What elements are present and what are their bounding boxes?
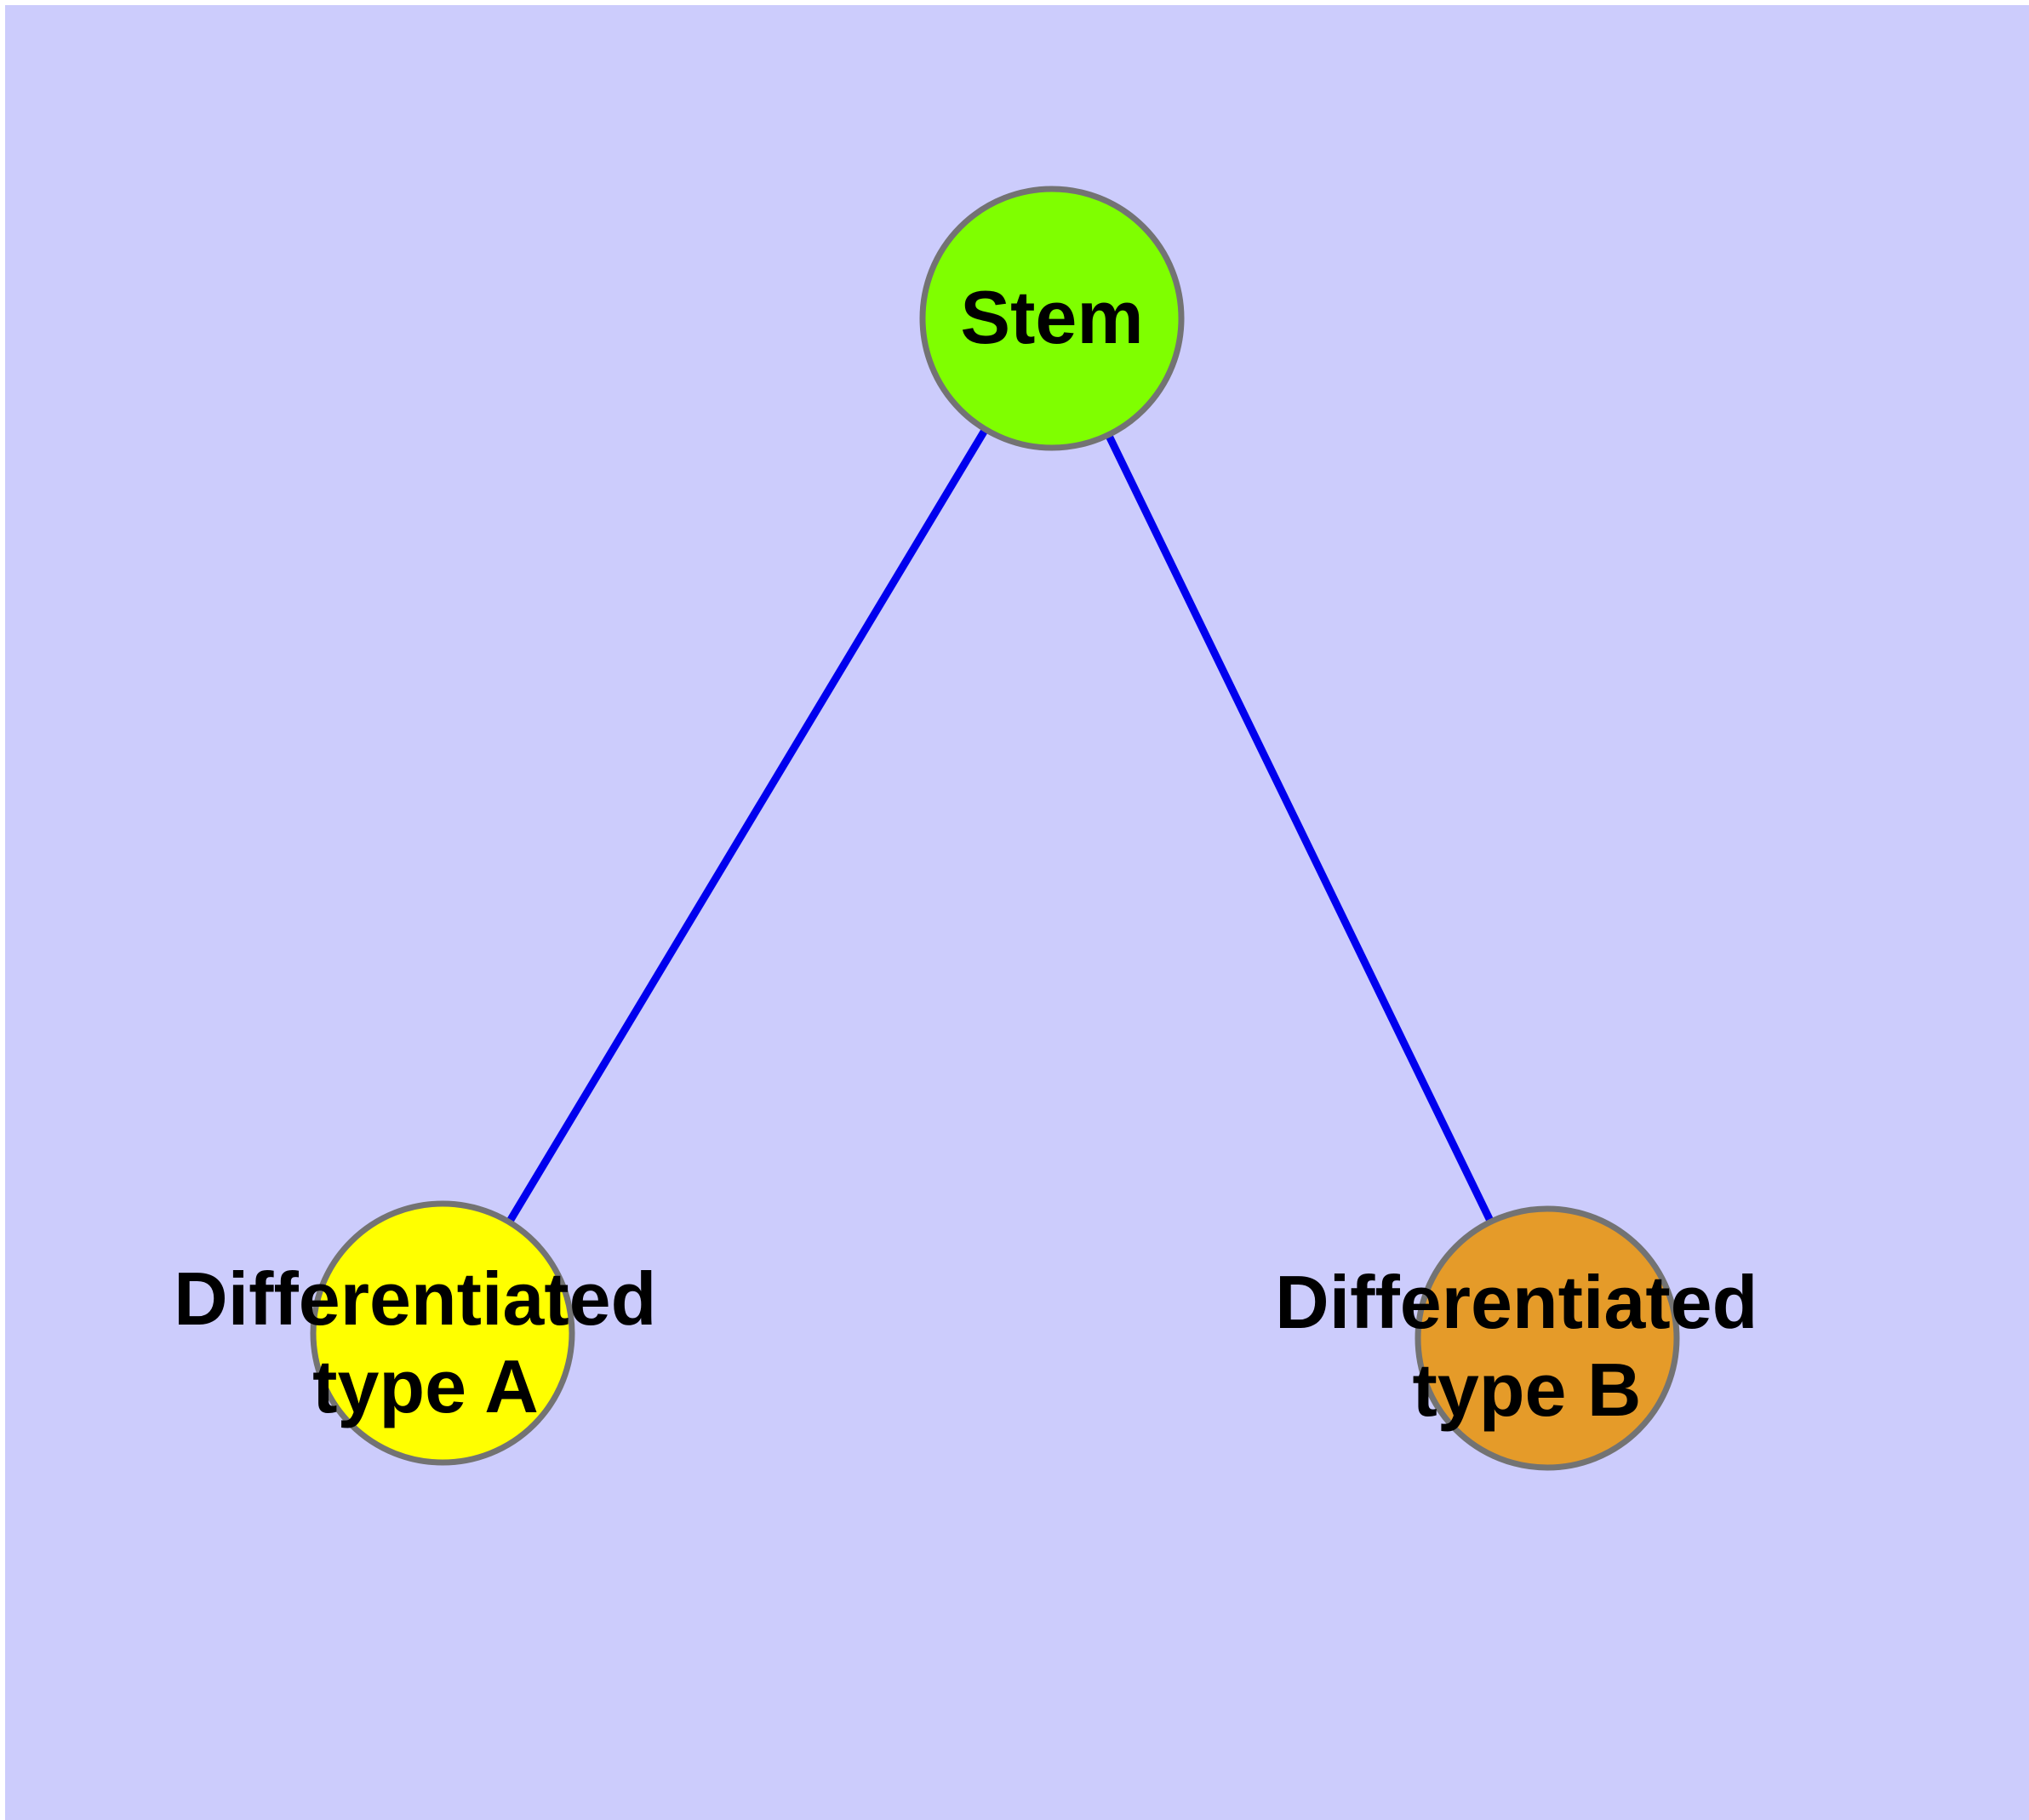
node-differentiated-type-a-circle[interactable] — [310, 1200, 575, 1466]
node-differentiated-type-b-label-line-2: type B — [1413, 1348, 1642, 1432]
node-differentiated-type-b[interactable] — [1415, 1205, 1680, 1471]
edge-stem-diff-b[interactable] — [1048, 317, 1552, 1340]
edge-layer — [439, 316, 1552, 1340]
node-stem[interactable]: Stem — [919, 186, 1185, 451]
node-stem-circle[interactable] — [919, 186, 1185, 451]
edge-stem-diff-a[interactable] — [439, 316, 1055, 1336]
node-stem-label-line-1: Stem — [960, 275, 1143, 359]
node-differentiated-type-b-label: Differentiated type B — [1275, 1260, 1779, 1432]
node-differentiated-type-a-label: Differentiated type A — [174, 1256, 677, 1428]
node-differentiated-type-b-label-line-1: Differentiated — [1275, 1260, 1758, 1344]
label-layer: Differentiated type A Differentiated typ… — [174, 1256, 1779, 1432]
node-differentiated-type-a-label-line-1: Differentiated — [174, 1256, 656, 1341]
node-differentiated-type-b-circle[interactable] — [1415, 1205, 1680, 1471]
node-differentiated-type-a-label-line-2: type A — [312, 1344, 539, 1428]
node-layer: Stem — [310, 186, 1680, 1471]
node-stem-label: Stem — [960, 275, 1143, 359]
node-differentiated-type-a[interactable] — [310, 1200, 575, 1466]
